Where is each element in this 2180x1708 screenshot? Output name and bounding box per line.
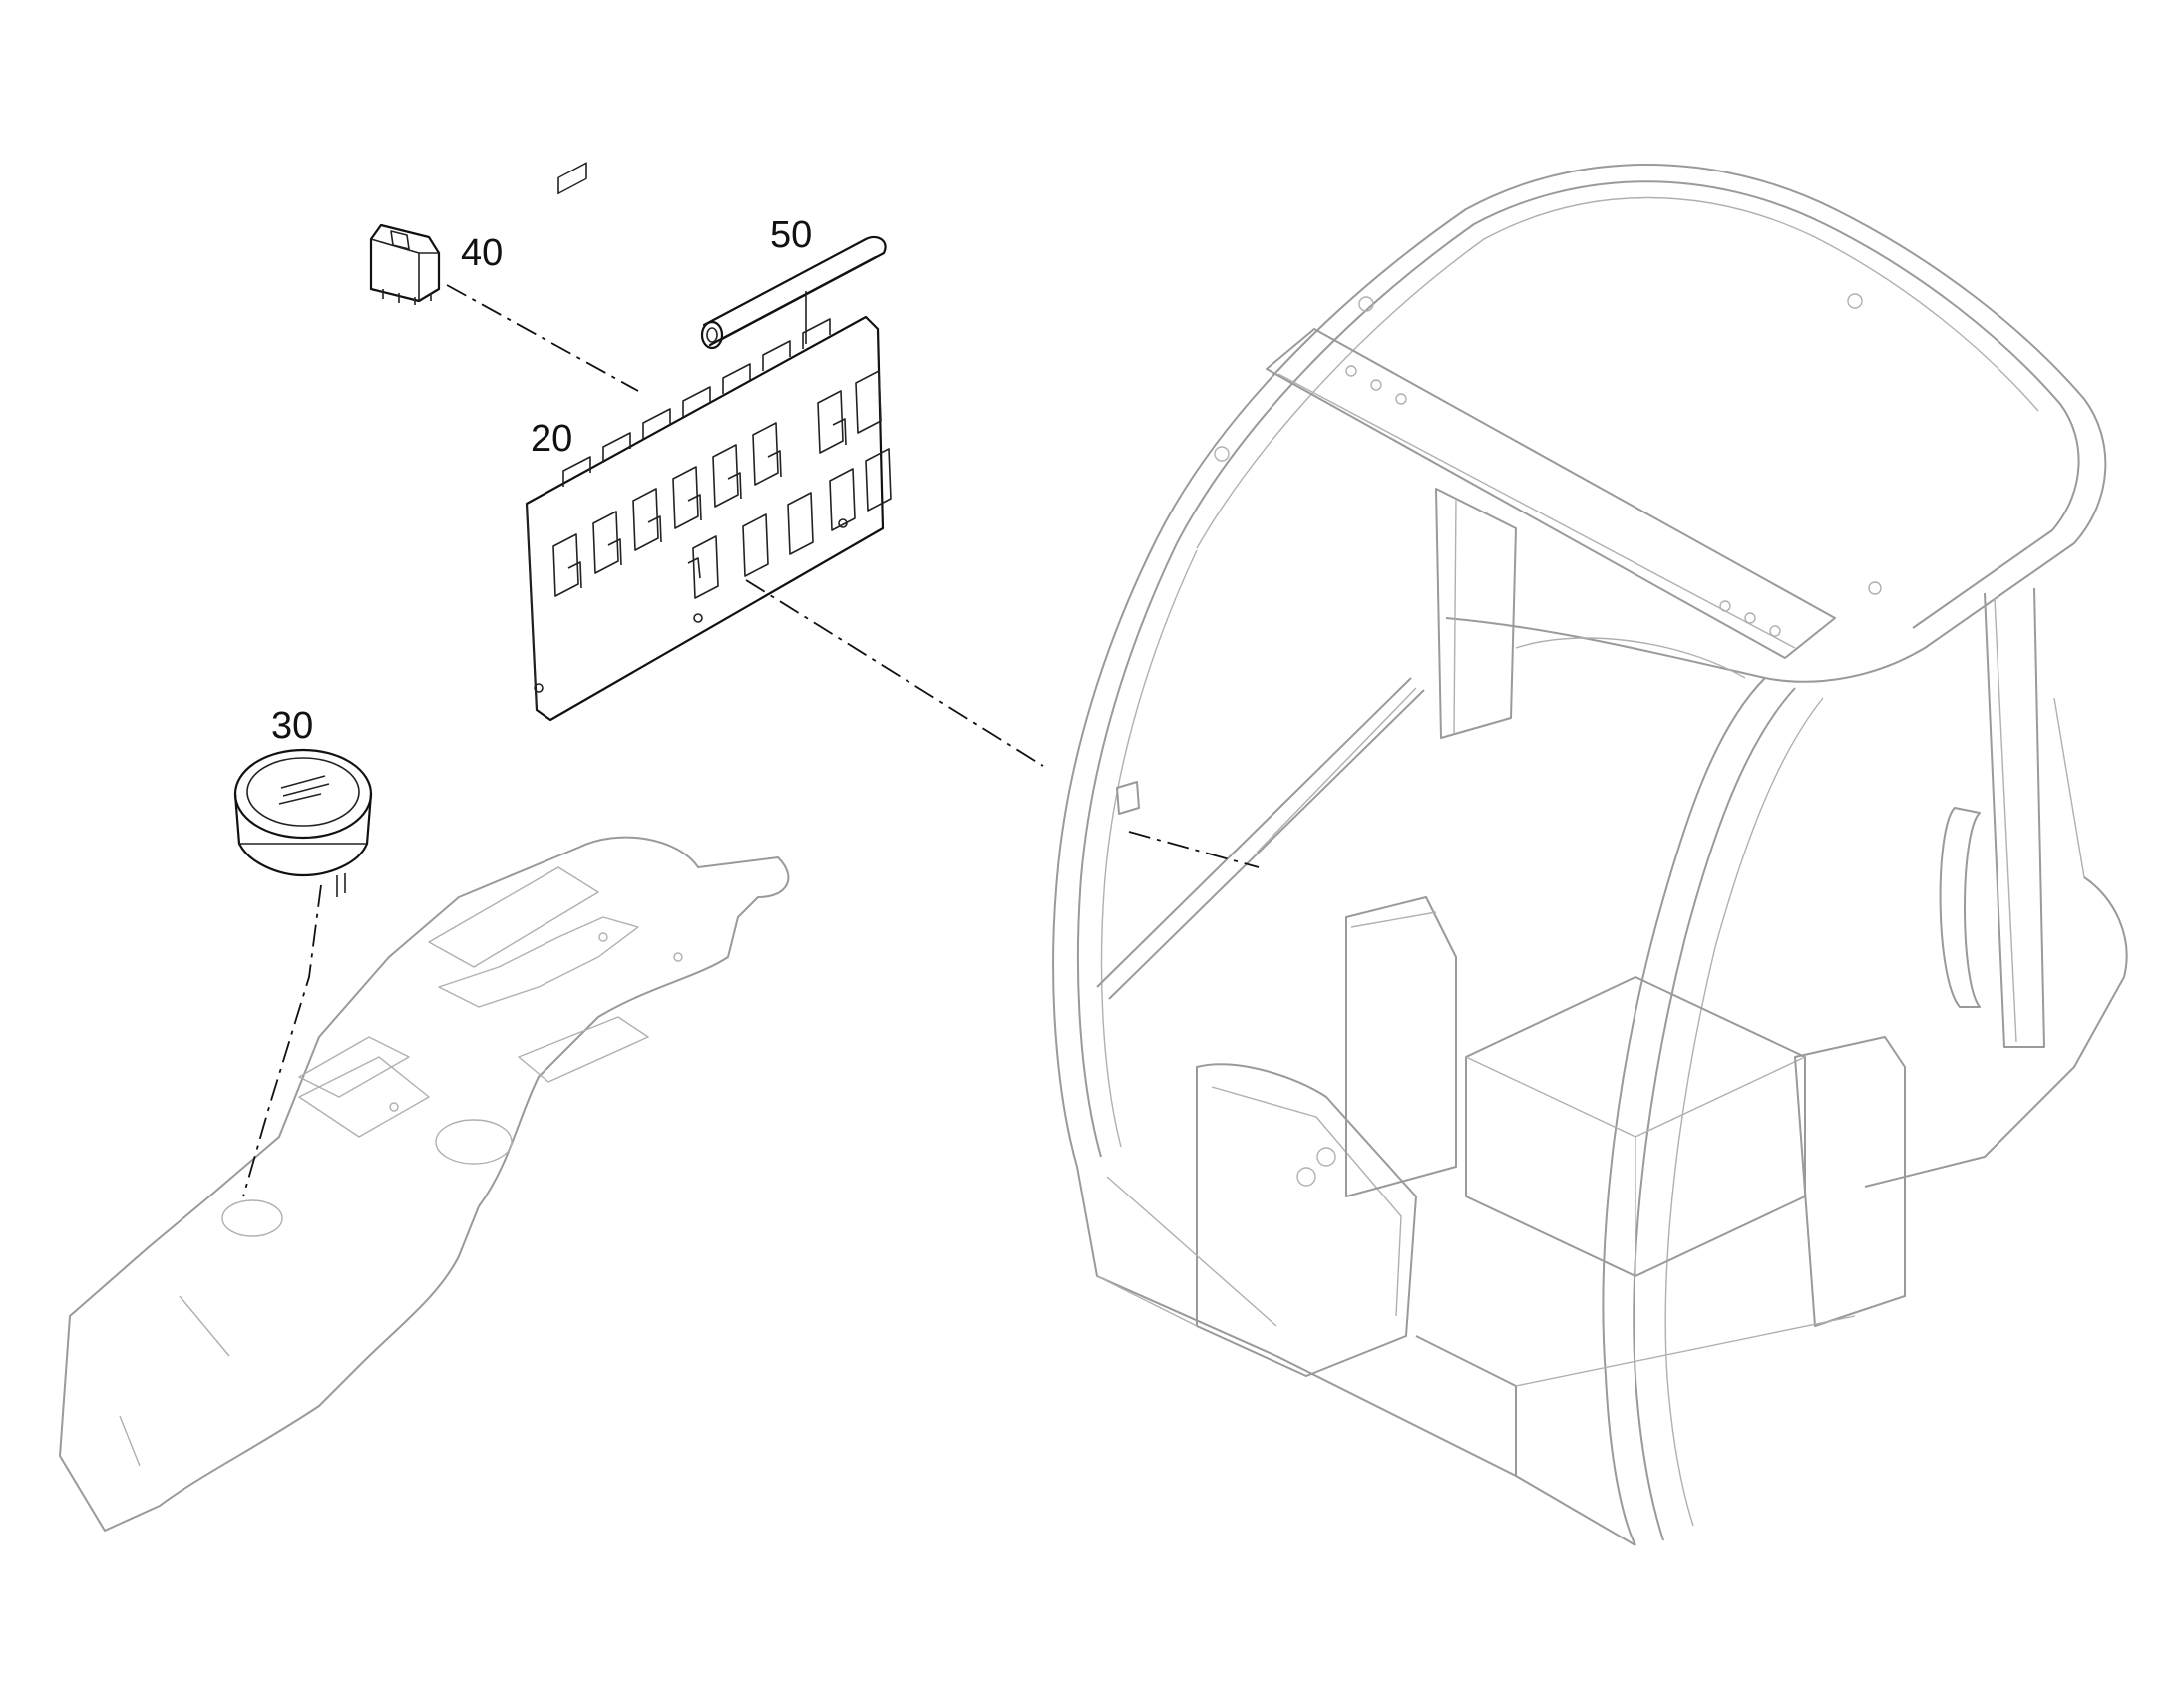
leader-lines [242, 284, 1260, 1197]
cab-frame [1052, 164, 2128, 1546]
callout-board: 20 [531, 418, 572, 460]
pipe-part [700, 235, 887, 350]
callout-relay: 40 [461, 232, 503, 274]
callout-gauge: 30 [271, 705, 313, 747]
floor-panel [59, 836, 790, 1532]
callout-pipe: 50 [770, 214, 812, 256]
round-gauge-part [233, 748, 373, 897]
circuit-board-part [525, 162, 892, 722]
relay-part [369, 223, 441, 305]
